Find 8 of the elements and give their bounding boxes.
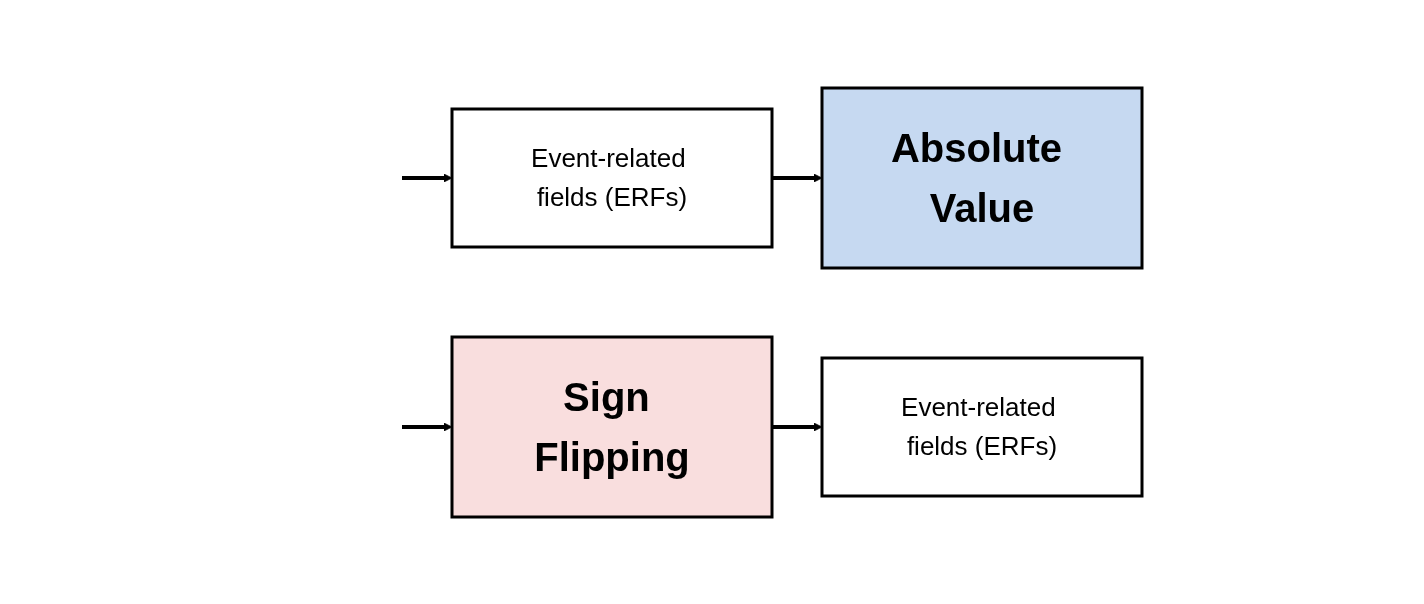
node-box: Absolute Value [820, 86, 1144, 269]
arrow [772, 422, 823, 431]
node-box: Sign Flipping [450, 335, 774, 518]
node-box: Event-related fields (ERFs) [450, 107, 774, 248]
arrow [402, 422, 453, 431]
node-box: Event-related fields (ERFs) [820, 356, 1144, 497]
arrow [402, 173, 453, 182]
arrow [772, 173, 823, 182]
